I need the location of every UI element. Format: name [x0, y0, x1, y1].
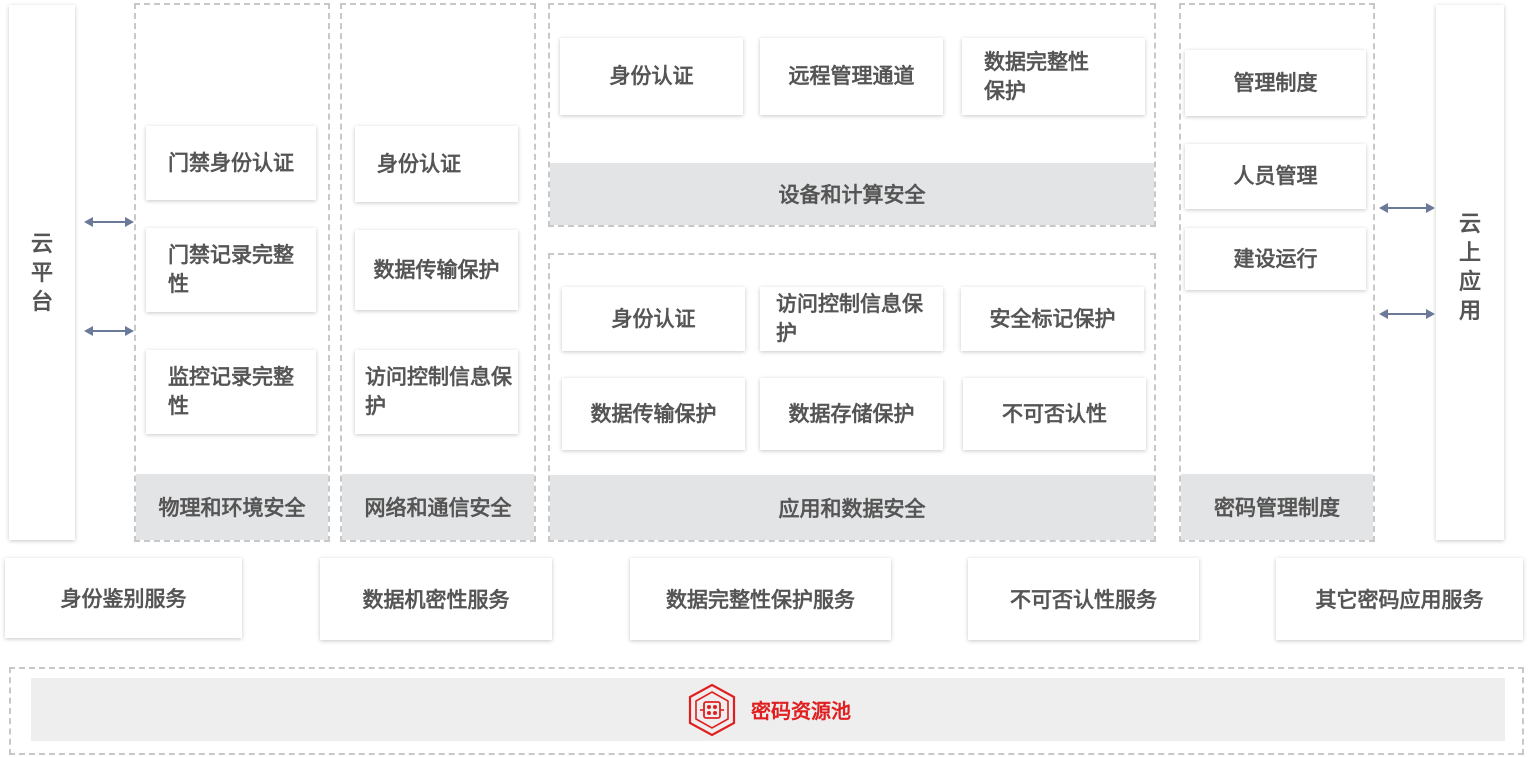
management-item: 管理制度 — [1185, 50, 1366, 116]
device-item: 数据完整性保护 — [962, 38, 1145, 115]
application-item: 数据存储保护 — [760, 378, 943, 450]
application-item: 访问控制信息保护 — [760, 287, 943, 351]
physical-item: 门禁记录完整性 — [146, 228, 316, 312]
service-box: 其它密码应用服务 — [1276, 558, 1523, 640]
service-box: 数据完整性保护服务 — [630, 558, 891, 640]
device-item: 身份认证 — [560, 38, 743, 115]
crypto-pool-icon — [688, 683, 736, 736]
physical-security-group — [134, 3, 330, 542]
bidirectional-arrow-icon — [84, 326, 134, 336]
application-item: 安全标记保护 — [961, 287, 1144, 351]
network-security-band: 网络和通信安全 — [342, 474, 534, 540]
application-security-group — [548, 253, 1156, 542]
cloud-apps-column: 云上应用 — [1436, 5, 1504, 540]
application-item: 身份认证 — [562, 287, 745, 351]
physical-item: 门禁身份认证 — [146, 126, 316, 200]
resource-pool-label: 密码资源池 — [751, 701, 851, 723]
bidirectional-arrow-icon — [1379, 203, 1435, 213]
management-band: 密码管理制度 — [1181, 474, 1373, 540]
application-item: 数据传输保护 — [562, 378, 745, 450]
resource-pool-container — [9, 667, 1524, 755]
application-security-band: 应用和数据安全 — [550, 475, 1154, 540]
application-item: 不可否认性 — [963, 378, 1146, 450]
network-item: 数据传输保护 — [355, 230, 518, 310]
management-group — [1179, 3, 1375, 542]
service-box: 不可否认性服务 — [968, 558, 1199, 640]
service-box: 身份鉴别服务 — [5, 558, 242, 638]
management-item: 建设运行 — [1185, 228, 1366, 290]
resource-pool-band: 密码资源池 — [31, 678, 1505, 741]
physical-security-band: 物理和环境安全 — [136, 474, 328, 540]
network-security-group — [340, 3, 536, 542]
cloud-platform-column: 云平台 — [9, 5, 75, 540]
cloud-apps-label: 云上应用 — [1458, 211, 1481, 323]
physical-item: 监控记录完整性 — [146, 350, 316, 434]
management-item: 人员管理 — [1185, 144, 1366, 209]
bidirectional-arrow-icon — [84, 217, 134, 227]
network-item: 身份认证 — [355, 126, 518, 202]
network-item: 访问控制信息保护 — [355, 350, 518, 434]
cloud-platform-label: 云平台 — [30, 231, 53, 314]
service-box: 数据机密性服务 — [320, 558, 552, 640]
bidirectional-arrow-icon — [1379, 309, 1435, 319]
device-item: 远程管理通道 — [760, 38, 943, 115]
device-security-group — [548, 3, 1156, 227]
device-security-band: 设备和计算安全 — [550, 163, 1154, 225]
